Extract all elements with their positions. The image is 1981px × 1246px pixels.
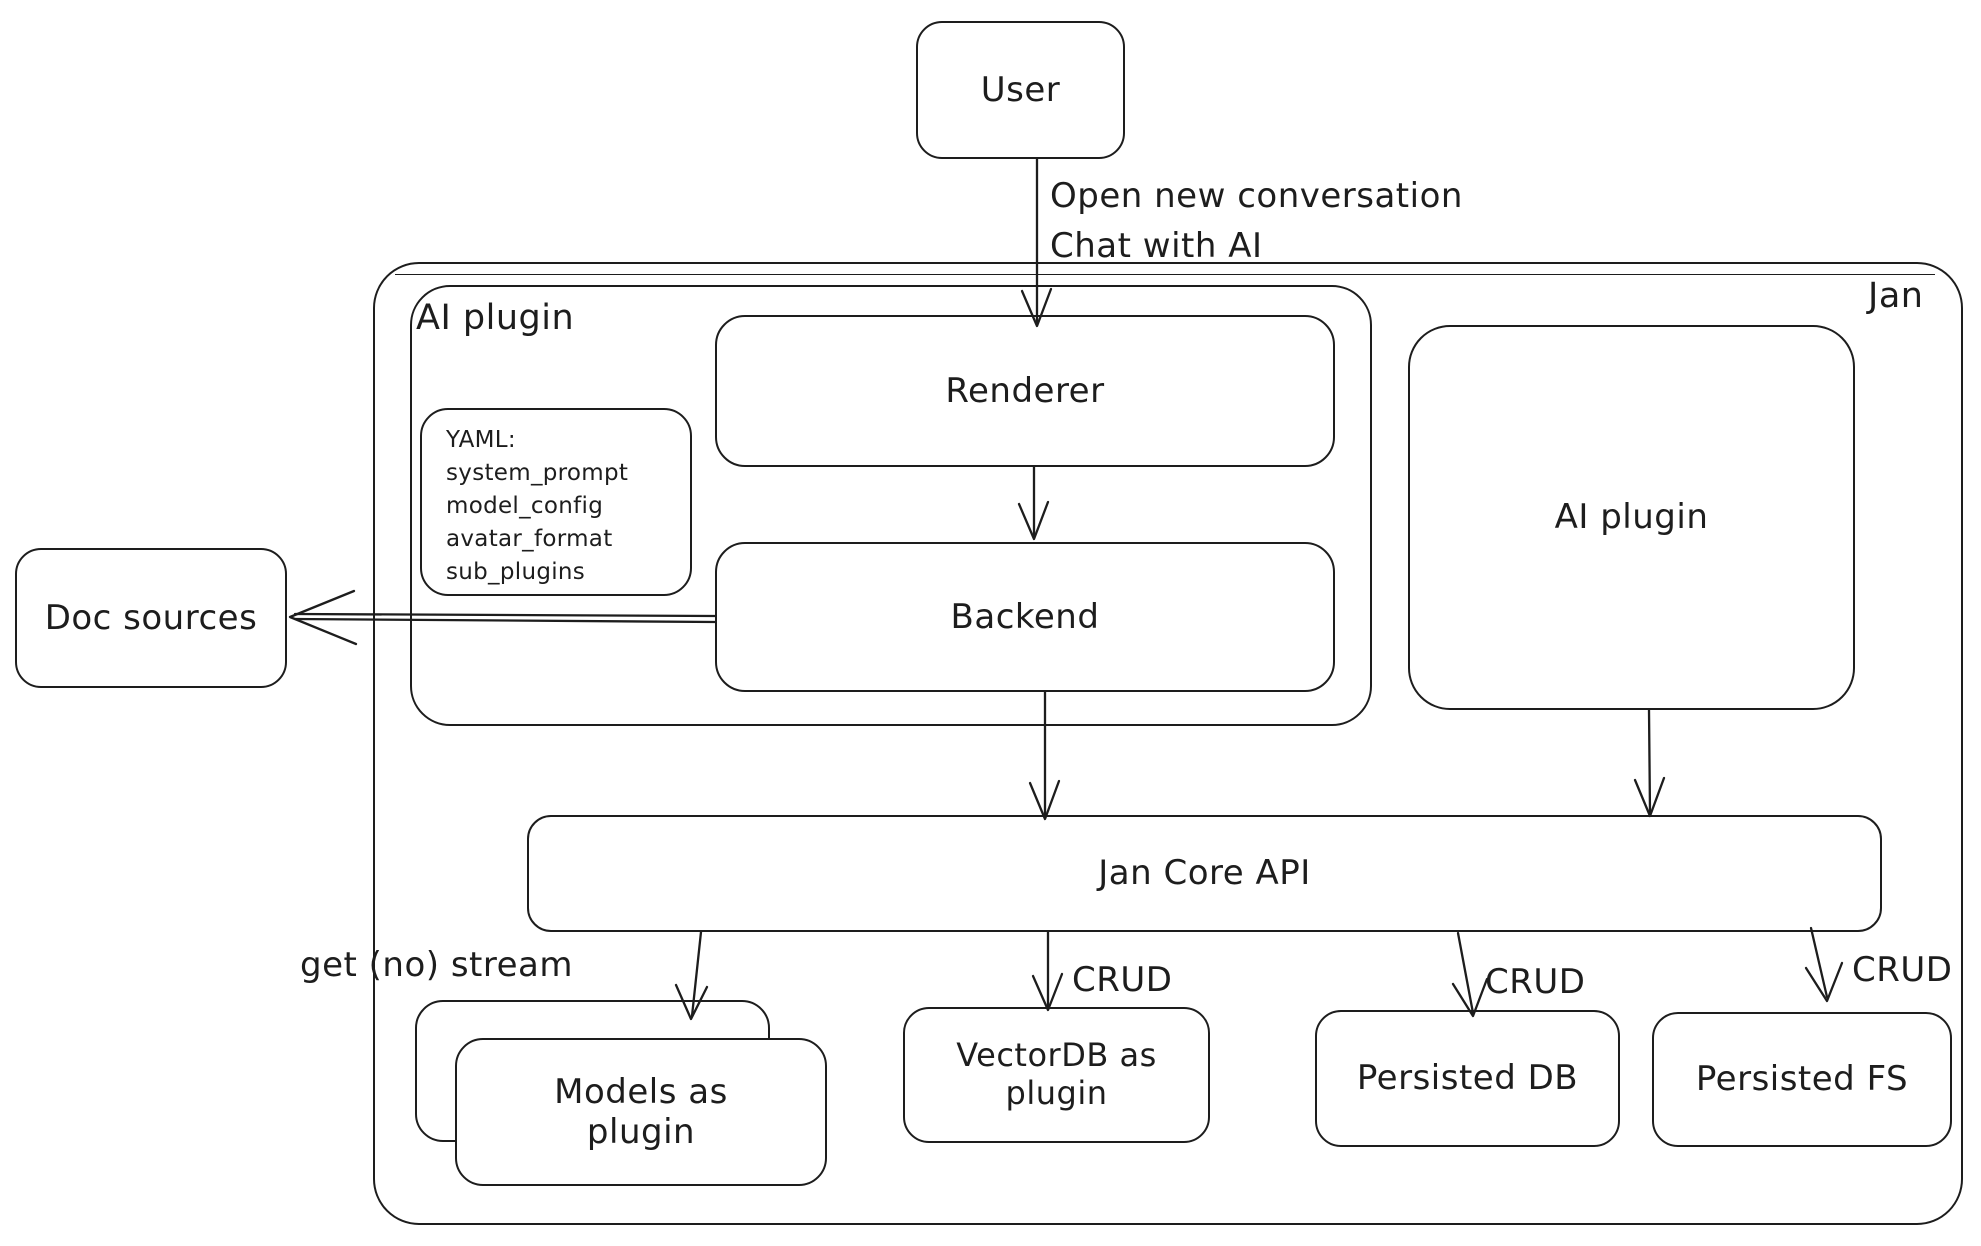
yaml-line: YAML: [446,427,516,453]
edge-label-crud-persisted-db: CRUD [1485,962,1586,1002]
node-user-label: User [980,69,1061,110]
note-yaml: YAML: system_prompt model_config avatar_… [420,408,692,596]
node-models-plugin-label: Models as plugin [554,1071,728,1152]
node-jan-core-api-label: Jan Core API [1098,853,1311,894]
node-doc-sources-label: Doc sources [44,597,258,638]
jan-top-sketch-line [395,274,1935,275]
ai-plugin-container-label: AI plugin [416,298,575,338]
node-doc-sources: Doc sources [15,548,287,688]
node-vectordb-plugin: VectorDB as plugin [903,1007,1210,1143]
node-ai-plugin-right-label: AI plugin [1554,497,1709,538]
edge-label-get-no-stream: get (no) stream [300,945,573,985]
jan-container-label: Jan [1868,276,1924,316]
yaml-line: system_prompt [446,460,629,486]
node-renderer-label: Renderer [945,370,1105,411]
node-models-plugin: Models as plugin [455,1038,827,1186]
node-ai-plugin-right: AI plugin [1408,325,1855,710]
node-persisted-db: Persisted DB [1315,1010,1620,1147]
edge-label-open-conversation-line2: Chat with AI [1050,226,1263,266]
node-backend: Backend [715,542,1335,692]
node-jan-core-api: Jan Core API [527,815,1882,932]
yaml-line: avatar_format [446,526,613,552]
edge-label-crud-vectordb: CRUD [1072,960,1173,1000]
node-vectordb-plugin-label: VectorDB as plugin [956,1036,1157,1112]
yaml-line: sub_plugins [446,559,586,585]
yaml-line: model_config [446,493,604,519]
node-persisted-db-label: Persisted DB [1356,1058,1579,1099]
node-persisted-fs-label: Persisted FS [1695,1059,1909,1100]
node-renderer: Renderer [715,315,1335,467]
node-backend-label: Backend [950,596,1100,637]
node-user: User [916,21,1125,159]
edge-label-crud-persisted-fs: CRUD [1852,950,1953,990]
node-persisted-fs: Persisted FS [1652,1012,1952,1147]
edge-label-open-conversation-line1: Open new conversation [1050,176,1463,216]
